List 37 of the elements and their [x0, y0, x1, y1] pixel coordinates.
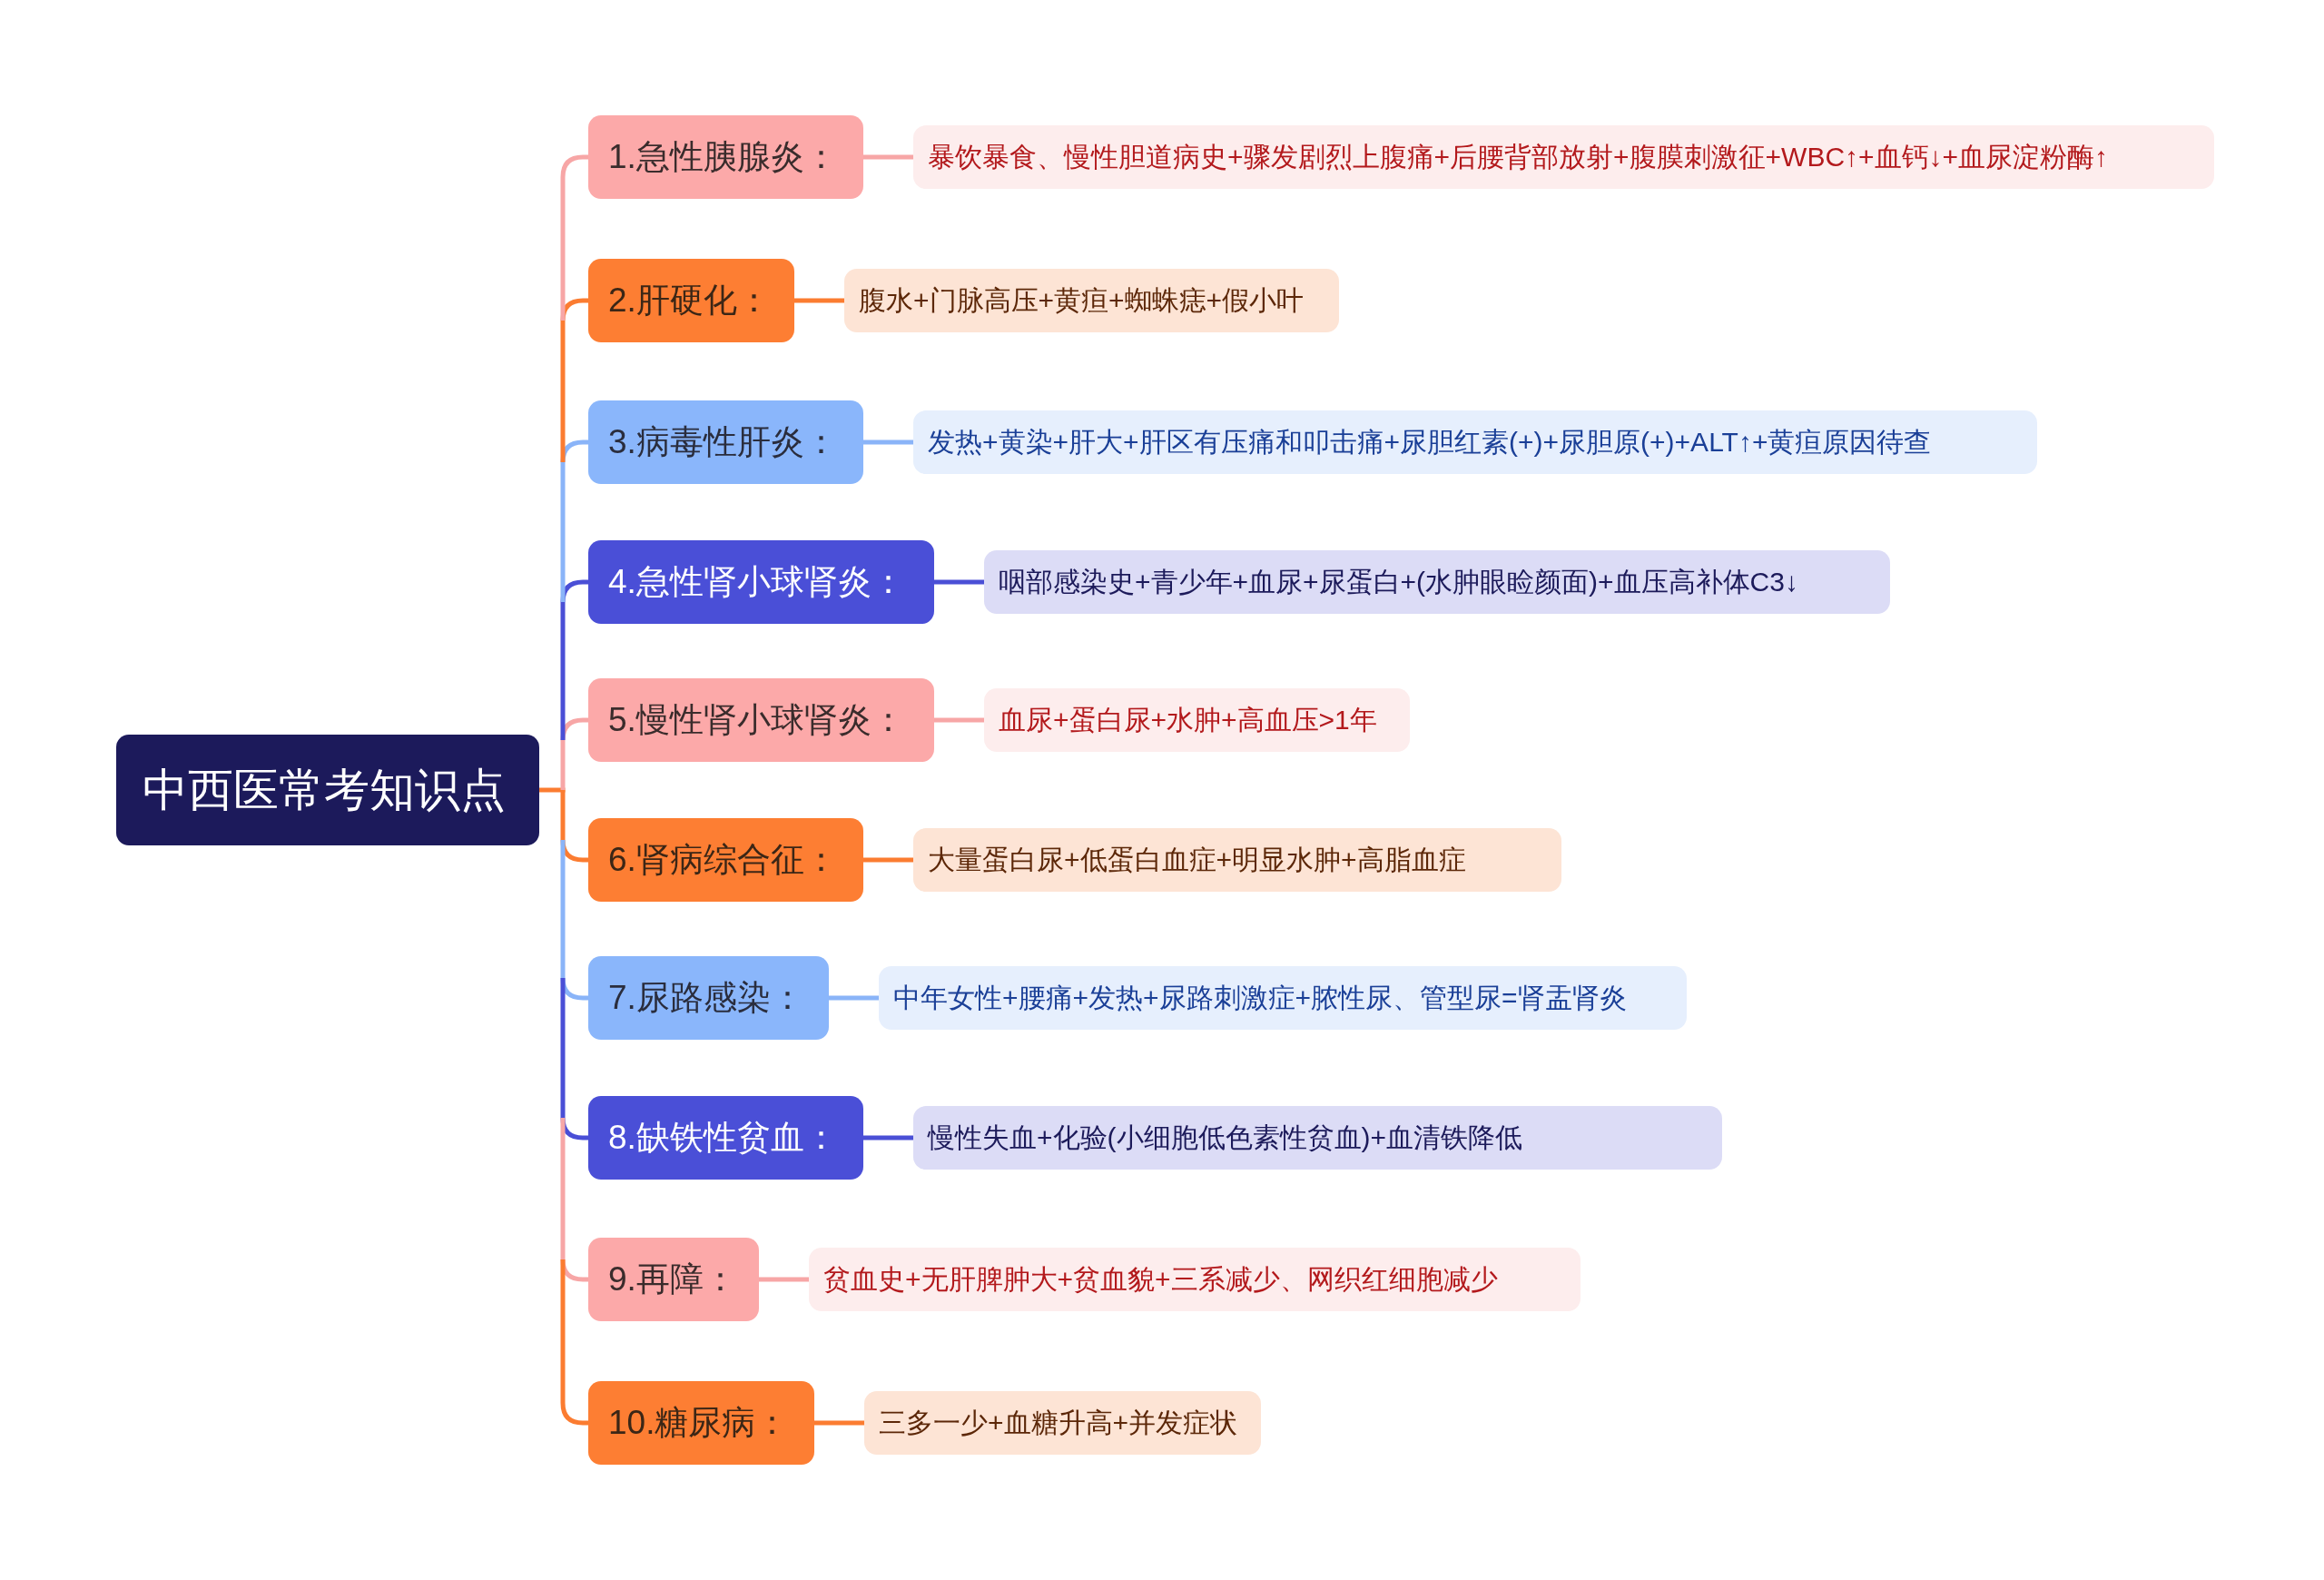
detail-box: 中年女性+腰痛+发热+尿路刺激症+脓性尿、管型尿=肾盂肾炎 [879, 966, 1687, 1030]
branch-line [863, 439, 913, 445]
topic-box: 10.糖尿病： [588, 1381, 814, 1465]
detail-box: 慢性失血+化验(小细胞低色素性贫血)+血清铁降低 [913, 1106, 1722, 1170]
branch-line [759, 1277, 809, 1282]
topic-box: 7.尿路感染： [588, 956, 829, 1040]
branch-line [863, 1135, 913, 1141]
branch-line [814, 1420, 864, 1426]
detail-box: 大量蛋白尿+低蛋白血症+明显水肿+高脂血症 [913, 828, 1561, 892]
branch-line [560, 1402, 588, 1426]
topic-box: 5.慢性肾小球肾炎： [588, 678, 934, 762]
detail-box: 血尿+蛋白尿+水肿+高血压>1年 [984, 688, 1410, 752]
branch-line [863, 857, 913, 863]
detail-box: 暴饮暴食、慢性胆道病史+骤发剧烈上腹痛+后腰背部放射+腹膜刺激征+WBC↑+血钙↓+血尿淀粉酶↑ [913, 125, 2214, 189]
branch-line [560, 790, 566, 840]
topic-box: 1.急性胰腺炎： [588, 115, 863, 199]
branch-line [560, 1259, 566, 1403]
branch-line [560, 840, 566, 978]
detail-box: 贫血史+无肝脾肿大+贫血貌+三系减少、网织红细胞减少 [809, 1248, 1581, 1311]
topic-box: 6.肾病综合征： [588, 818, 863, 902]
branch-line [934, 579, 984, 585]
topic-box: 8.缺铁性贫血： [588, 1096, 863, 1180]
central-topic: 中西医常考知识点 [116, 735, 539, 845]
topic-box: 2.肝硬化： [588, 259, 794, 342]
detail-box: 咽部感染史+青少年+血尿+尿蛋白+(水肿眼睑颜面)+血压高补体C3↓ [984, 550, 1890, 614]
topic-box: 3.病毒性肝炎： [588, 400, 863, 484]
detail-box: 腹水+门脉高压+黄疸+蜘蛛痣+假小叶 [844, 269, 1339, 332]
detail-box: 发热+黄染+肝大+肝区有压痛和叩击痛+尿胆红素(+)+尿胆原(+)+ALT↑+黄疸原因待查 [913, 410, 2037, 474]
branch-line [794, 298, 844, 303]
topic-box: 9.再障： [588, 1238, 759, 1321]
branch-line [934, 717, 984, 723]
branch-line [829, 995, 879, 1001]
branch-line [560, 978, 566, 1118]
branch-line [560, 1118, 566, 1259]
topic-box: 4.急性肾小球肾炎： [588, 540, 934, 624]
branch-line [863, 154, 913, 160]
detail-box: 三多一少+血糖升高+并发症状 [864, 1391, 1261, 1455]
